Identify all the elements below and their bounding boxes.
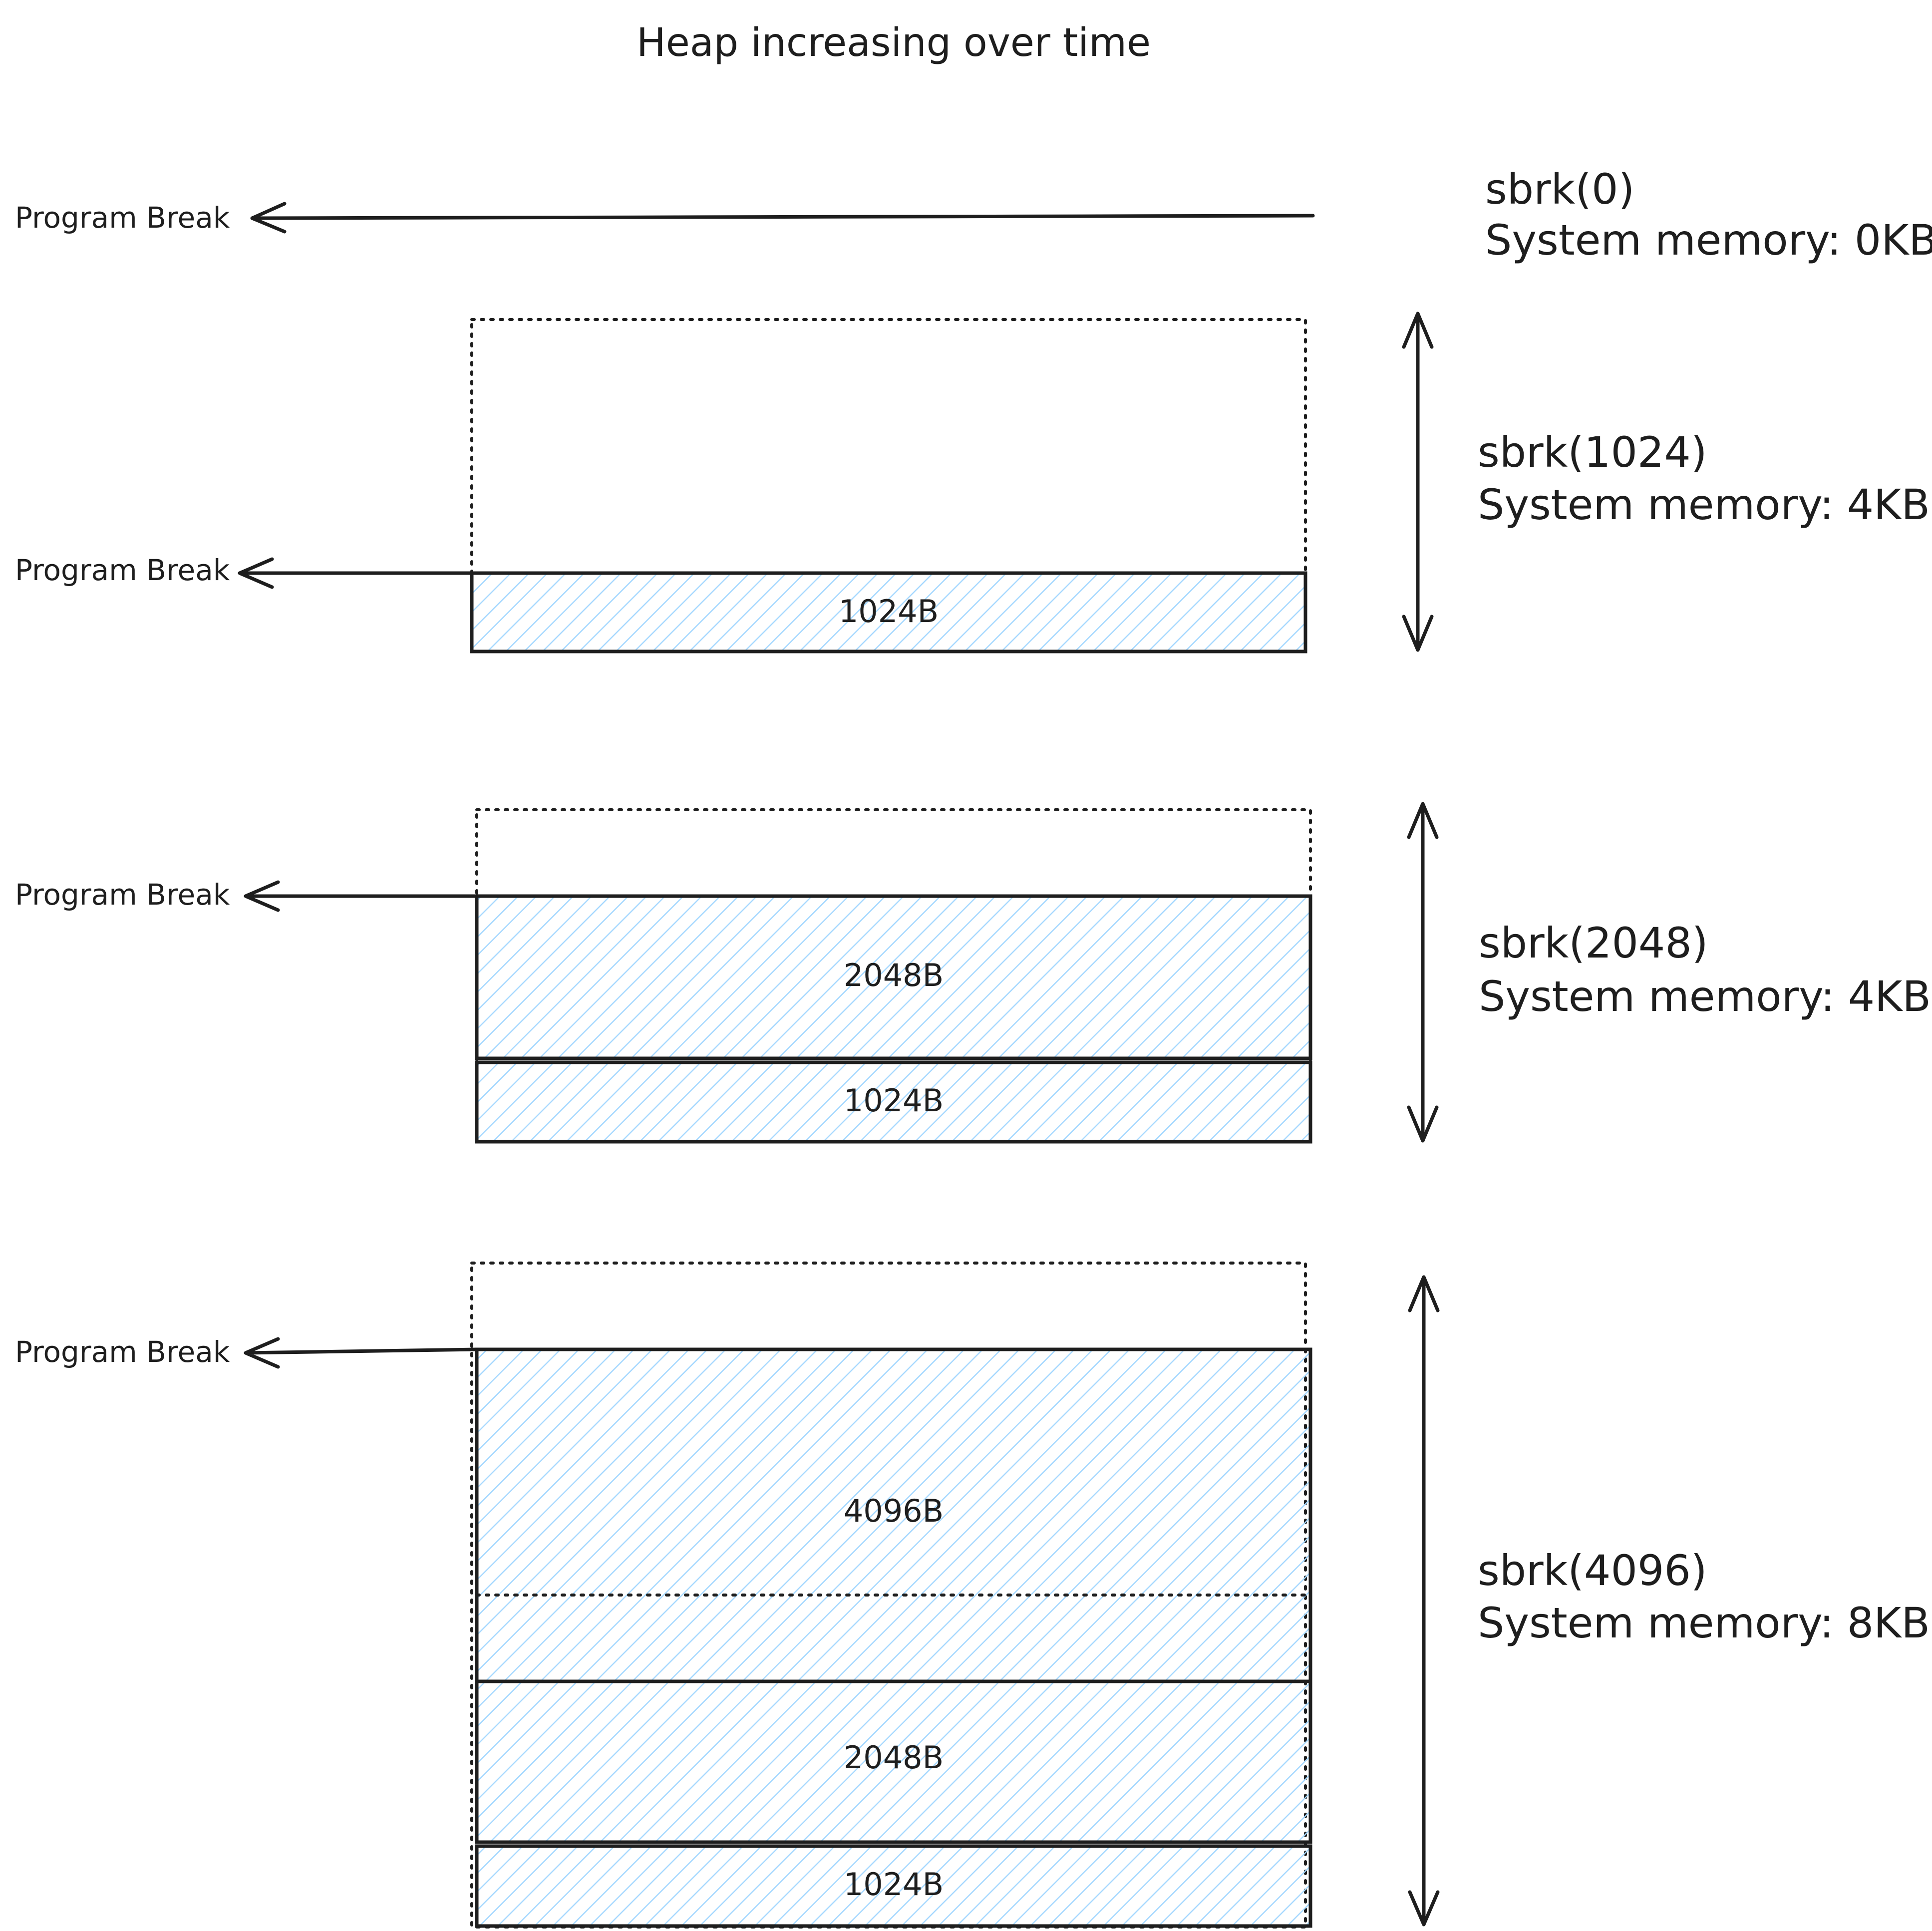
heap-block-label: 2048B [844,1739,944,1776]
program-break-arrow [250,202,1315,234]
heap-block [475,1347,1312,1683]
step-call-label: sbrk(2048) [1479,919,1708,967]
step-call-label: sbrk(0) [1485,165,1634,214]
memory-range-arrow [1408,1275,1440,1927]
step-memory-label: System memory: 4KB [1479,972,1931,1021]
step-sbrk-0: Program Break sbrk(0) System memory: 0KB [15,165,1932,265]
program-break-label: Program Break [15,553,230,587]
program-break-label: Program Break [15,1335,230,1369]
heap-block-label: 1024B [844,1866,944,1903]
heap-block-label: 1024B [844,1082,944,1119]
step-call-label: sbrk(4096) [1478,1546,1707,1595]
step-memory-label: System memory: 8KB [1478,1599,1930,1647]
step-memory-label: System memory: 0KB [1485,216,1932,265]
program-break-label: Program Break [15,878,230,912]
program-break-label: Program Break [15,201,230,235]
heap-block-label: 4096B [844,1493,944,1529]
memory-range-arrow [1407,802,1439,1143]
memory-range-arrow [1402,312,1434,652]
step-sbrk-2048: 2048B 1024B Program Break sbrk(2048) Sys… [15,802,1931,1144]
heap-block-label: 2048B [844,957,944,993]
heap-block [475,1844,1312,1928]
program-break-arrow [238,557,474,589]
heap-block [475,894,1312,1060]
heap-block [475,1060,1312,1144]
step-call-label: sbrk(1024) [1478,428,1707,477]
heap-block [475,1679,1312,1844]
step-sbrk-4096: 4096B 2048B 1024B Program Break sbrk(409… [15,1262,1930,1929]
program-break-arrow [244,1337,479,1369]
diagram-title: Heap increasing over time [637,20,1151,65]
heap-block [470,571,1307,653]
program-break-arrow [244,880,479,912]
step-memory-label: System memory: 4KB [1478,480,1930,529]
step-sbrk-1024: 1024B Program Break sbrk(1024) System me… [15,312,1930,653]
heap-block-label: 1024B [839,593,939,630]
